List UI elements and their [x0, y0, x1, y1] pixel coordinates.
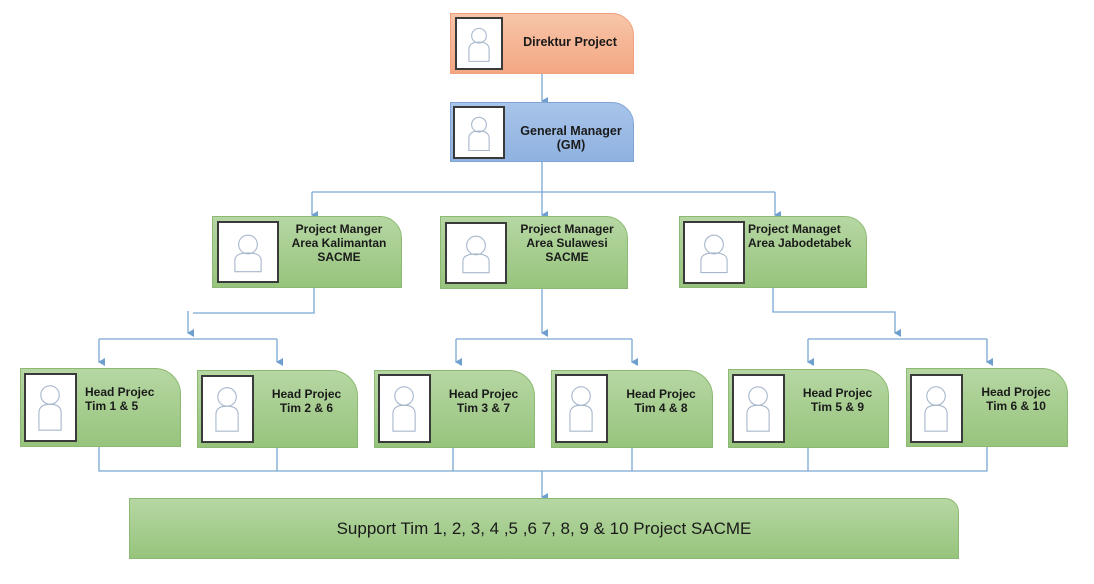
connector-heads-bus: [98, 446, 988, 472]
head-project-title: Head Projec Tim 2 & 6: [271, 387, 342, 415]
head-project-box[interactable]: Head Projec Tim 3 & 7: [374, 370, 535, 448]
person-placeholder-icon: [217, 221, 279, 283]
head-project-title: Head Projec Tim 4 & 8: [626, 387, 696, 415]
head-project-title: Head Projec Tim 3 & 7: [448, 387, 519, 415]
head-project-title: Head Projec Tim 6 & 10: [981, 385, 1051, 413]
pm-sulawesi-title: Project Manager Area Sulawesi SACME: [520, 222, 614, 264]
support-team-title: Support Tim 1, 2, 3, 4 ,5 ,6 7, 8, 9 & 1…: [336, 518, 752, 538]
head-project-box[interactable]: Head Projec Tim 4 & 8: [551, 370, 713, 448]
general-manager-box[interactable]: General Manager (GM): [450, 102, 634, 162]
head-project-title: Head Projec Tim 5 & 9: [802, 386, 873, 414]
person-placeholder-icon: [378, 374, 431, 443]
person-placeholder-icon: [683, 221, 745, 284]
head-project-box[interactable]: Head Projec Tim 1 & 5: [20, 368, 181, 447]
pm-jabodetabek-title: Project Managet Area Jabodetabek: [748, 222, 852, 250]
connector-pm-kalimantan-down: [193, 287, 315, 314]
pm-sulawesi-box[interactable]: Project Manager Area Sulawesi SACME: [440, 216, 628, 289]
director-title: Direktur Project: [523, 35, 617, 49]
person-placeholder-icon: [555, 374, 608, 443]
pm-kalimantan-title: Project Manger Area Kalimantan SACME: [291, 222, 387, 264]
support-team-box[interactable]: Support Tim 1, 2, 3, 4 ,5 ,6 7, 8, 9 & 1…: [129, 498, 959, 559]
head-project-box[interactable]: Head Projec Tim 5 & 9: [728, 369, 889, 448]
head-project-box[interactable]: Head Projec Tim 2 & 6: [197, 370, 358, 448]
person-placeholder-icon: [910, 374, 963, 443]
connector-pm-jabodetabek-down: [772, 287, 901, 337]
pm-kalimantan-box[interactable]: Project Manger Area Kalimantan SACME: [212, 216, 402, 288]
person-placeholder-icon: [24, 373, 77, 442]
general-manager-title: General Manager (GM): [520, 124, 622, 152]
person-placeholder-icon: [201, 375, 254, 443]
head-project-box[interactable]: Head Projec Tim 6 & 10: [906, 368, 1068, 447]
person-placeholder-icon: [453, 106, 505, 159]
person-placeholder-icon: [455, 17, 503, 70]
pm-jabodetabek-box[interactable]: Project Managet Area Jabodetabek: [679, 216, 867, 288]
person-placeholder-icon: [445, 222, 507, 284]
person-placeholder-icon: [732, 374, 785, 443]
director-box[interactable]: Direktur Project: [450, 13, 634, 74]
head-project-title: Head Projec Tim 1 & 5: [85, 385, 155, 413]
